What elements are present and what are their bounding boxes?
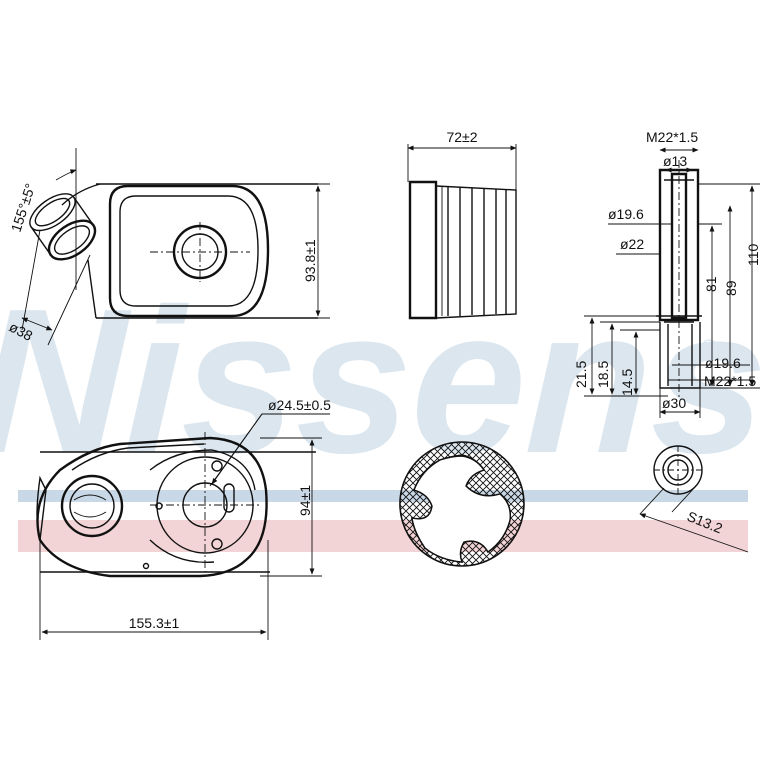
watermark-band-red [18, 520, 748, 552]
dim-length-21-5-label: 21.5 [573, 361, 589, 388]
hollow-bolt-view: M22*1.5 ø13 ø19.6 ø22 110 89 81 21.5 18.… [573, 129, 761, 418]
dim-length-81-label: 81 [703, 276, 719, 292]
dim-length-18-5-label: 18.5 [595, 361, 611, 388]
dim-diameter-19-6-bottom-label: ø19.6 [705, 355, 741, 371]
watermark: Nissens ® [0, 265, 770, 552]
dim-diameter-13-label: ø13 [663, 153, 687, 169]
watermark-band-blue [18, 490, 748, 502]
dim-diameter-30-label: ø30 [662, 395, 686, 411]
cooler-side-view: 72±2 [407, 129, 517, 320]
dim-length-89-label: 89 [723, 280, 739, 296]
cooler-front-view: ø24.5±0.5 94±1 155.3±1 [36, 397, 331, 640]
dim-width-72-label: 72±2 [446, 129, 477, 145]
dim-diameter-19-6-top-label: ø19.6 [608, 206, 644, 222]
dim-height-93-8-label: 93.8±1 [302, 239, 318, 282]
dim-angle-label: 155°±5° [8, 181, 39, 234]
dim-length-110-label: 110 [745, 243, 761, 266]
watermark-brand: Nissens [0, 265, 770, 496]
dim-diameter-22-label: ø22 [620, 236, 644, 252]
dim-thread-bottom-label: M22*1.5 [704, 373, 756, 389]
cooler-top-view: 155°±5° ø38 93.8±1 [7, 148, 330, 346]
dim-width-155-3-label: 155.3±1 [129, 615, 180, 631]
dim-thread-top-label: M22*1.5 [646, 129, 698, 145]
dim-length-14-5-label: 14.5 [619, 369, 635, 396]
dim-diameter-24-5-label: ø24.5±0.5 [268, 397, 331, 413]
dim-height-94-label: 94±1 [297, 485, 313, 516]
gasket-view [399, 441, 525, 567]
